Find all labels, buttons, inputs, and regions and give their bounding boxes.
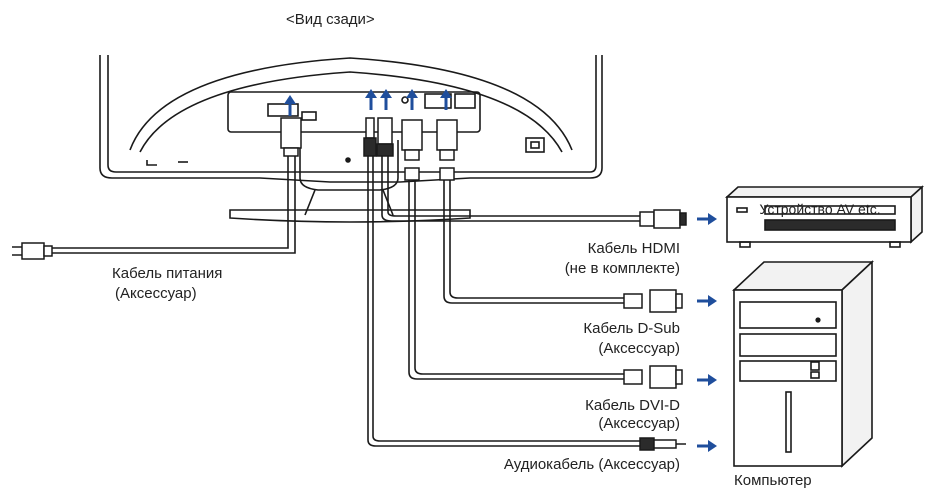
audio-plug-end bbox=[639, 437, 686, 451]
av-device bbox=[724, 185, 925, 248]
hdmi-cable-sublabel: (не в комплекте) bbox=[564, 260, 680, 277]
power-cable-sublabel: (Аксессуар) bbox=[115, 285, 197, 302]
cable-plugs bbox=[280, 117, 458, 181]
page-title: <Вид сзади> bbox=[286, 11, 375, 28]
cables bbox=[50, 156, 640, 447]
audio-cable-label: Аудиокабель (Аксессуар) bbox=[503, 456, 680, 473]
dvi-cable-sublabel: (Аксессуар) bbox=[598, 415, 680, 432]
direction-arrows bbox=[697, 213, 717, 452]
computer-tower bbox=[731, 260, 875, 468]
dsub-plug-end bbox=[623, 289, 683, 313]
hdmi-cable-label: Кабель HDMI bbox=[587, 240, 680, 257]
dsub-cable-label: Кабель D-Sub bbox=[583, 320, 680, 337]
power-plug-end bbox=[12, 242, 53, 260]
dvi-cable-label: Кабель DVI-D bbox=[585, 397, 680, 414]
dvi-plug-end bbox=[623, 365, 683, 389]
computer-label: Компьютер bbox=[734, 472, 812, 489]
port-arrows bbox=[284, 89, 452, 116]
hdmi-plug-end bbox=[639, 209, 687, 229]
monitor-rear bbox=[99, 55, 603, 183]
monitor-stand bbox=[229, 140, 471, 223]
av-device-label: Устройство AV etc. bbox=[759, 201, 881, 217]
power-cable-label: Кабель питания bbox=[112, 265, 223, 282]
dsub-cable-sublabel: (Аксессуар) bbox=[598, 340, 680, 357]
